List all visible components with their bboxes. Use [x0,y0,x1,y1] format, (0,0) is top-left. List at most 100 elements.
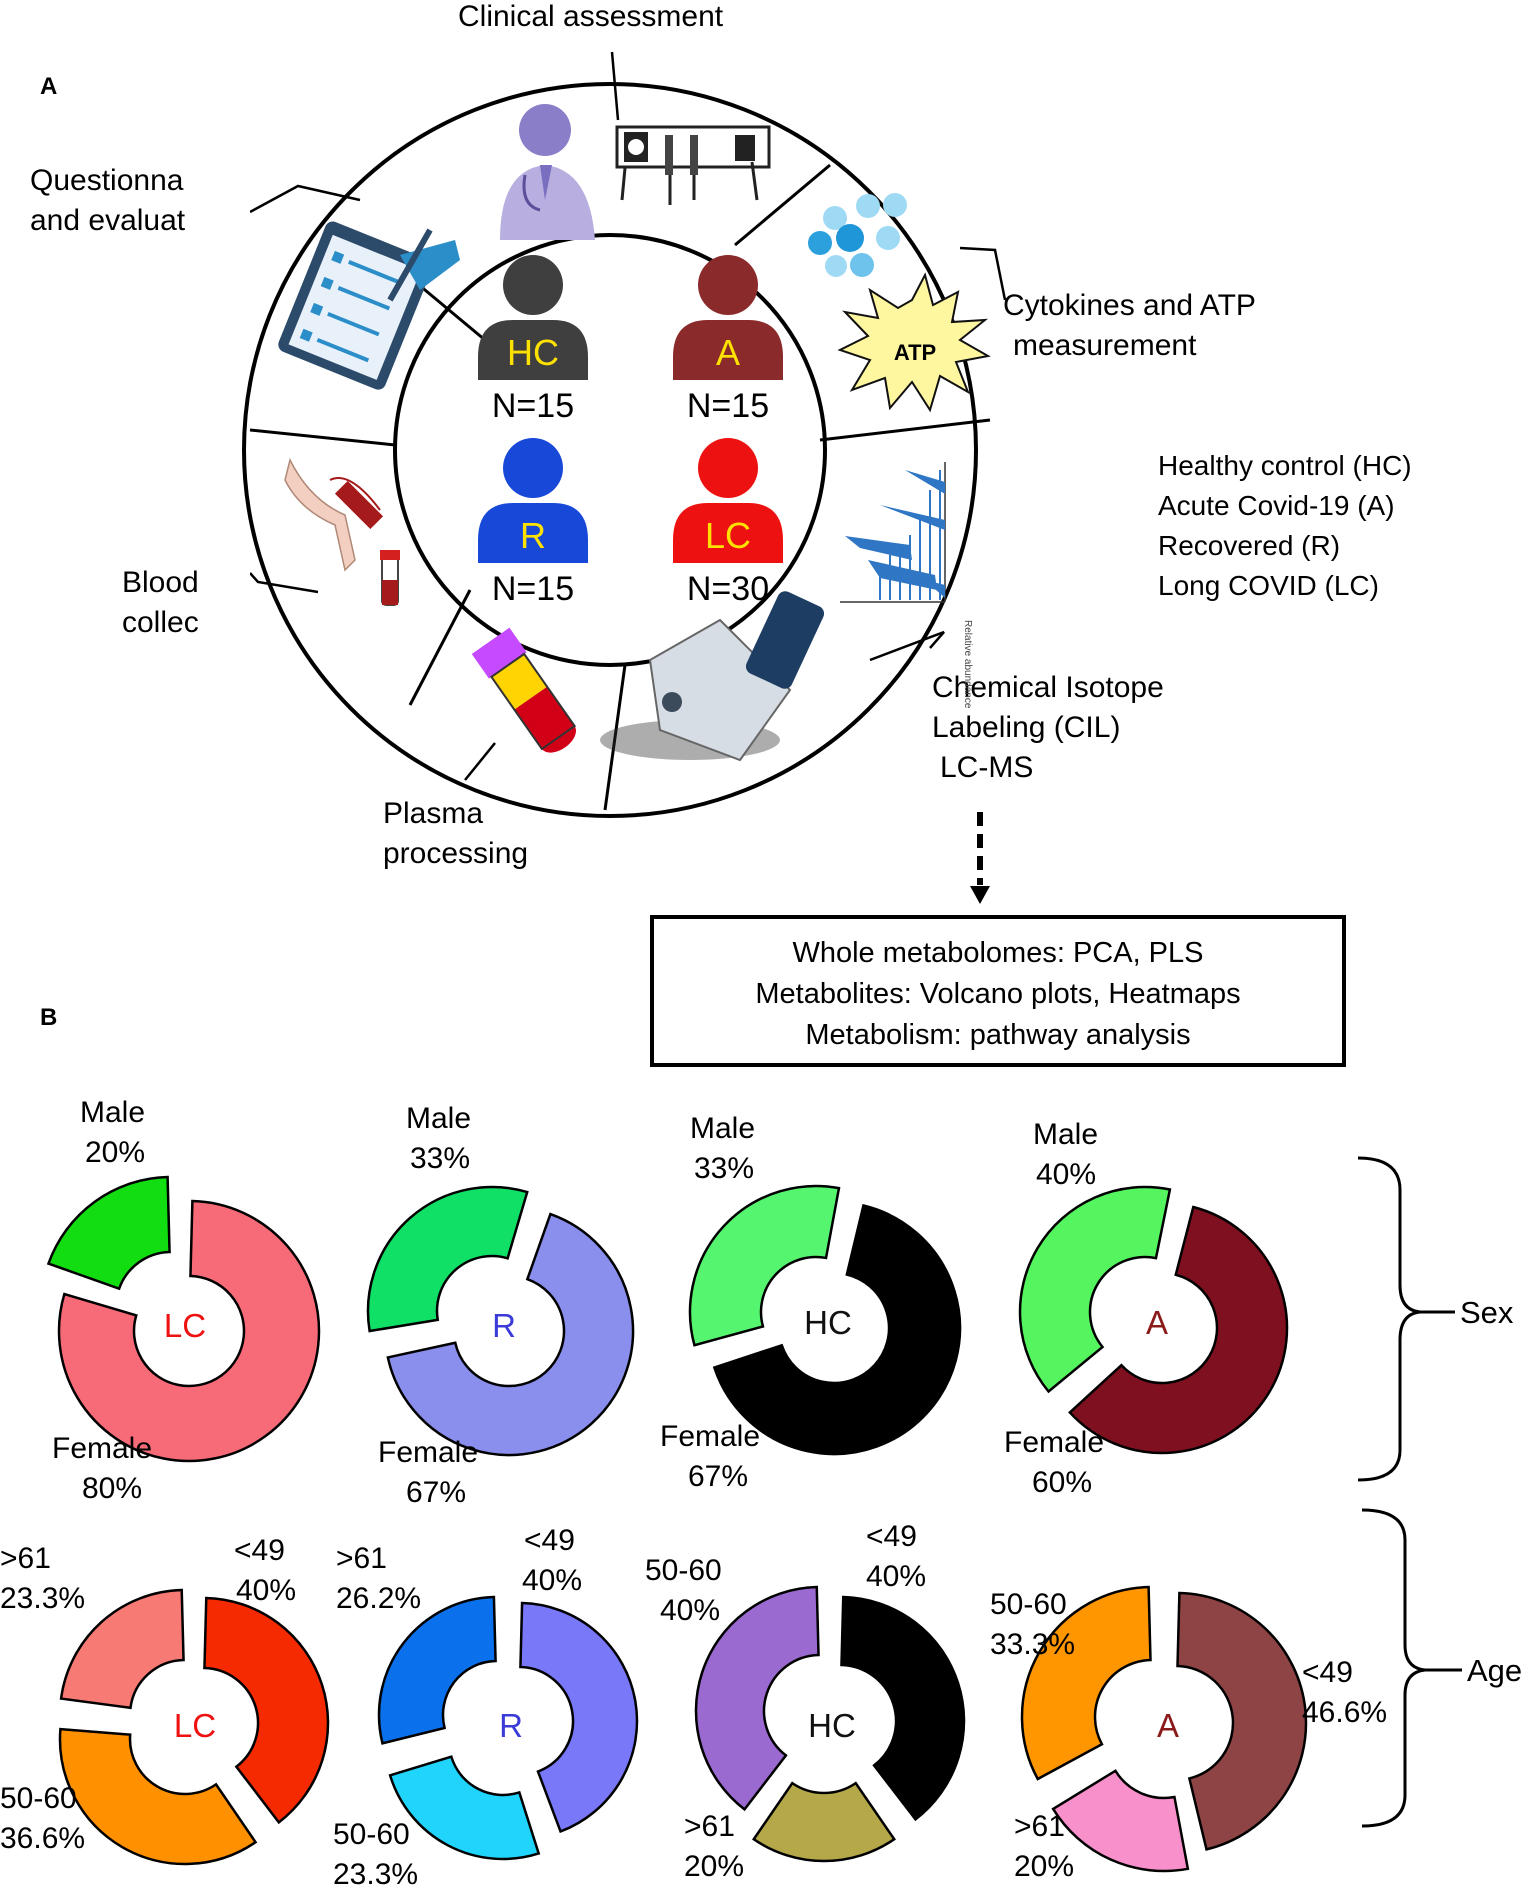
person-icon [478,438,588,563]
slice-label: >61 [684,1810,735,1843]
bracket-label-age: Age [1467,1653,1522,1688]
slice-label: 50-60 [333,1818,410,1851]
slice-percent: 36.6% [0,1822,85,1855]
mass-spectrometer-icon [600,591,825,762]
donut-age-a: A [1020,1585,1308,1873]
slice-61 [59,1588,185,1710]
slice-49 [203,1596,330,1825]
panel-label-b: B [40,1004,57,1031]
person-icon [478,255,588,380]
slice-label: >61 [336,1542,387,1575]
legend-r: Recovered (R) [1158,530,1340,561]
person-icon [673,438,783,563]
slice-percent: 80% [82,1472,142,1505]
donut-center-label: LC [174,1707,216,1744]
group-label: A [716,332,740,373]
blood-label-2: collec [122,606,199,639]
slice-percent: 23.3% [0,1582,85,1615]
slice-male [46,1175,171,1291]
slice-61 [377,1595,497,1745]
slice-50-60 [694,1585,820,1812]
cytokine-molecules-icon [808,193,907,277]
slice-49 [840,1595,966,1822]
dashed-arrow [970,812,990,904]
brackets [1357,1156,1462,1828]
atp-label: ATP [894,340,936,365]
donut-charts: LC R HC A LC R HC A [46,1175,1308,1873]
legend-a: Acute Covid-19 (A) [1158,490,1395,521]
donut-center-label: R [492,1307,516,1344]
slice-percent: 40% [660,1594,720,1627]
mass-spectrum-icon: Relative abundance [840,462,973,709]
slice-female [57,1199,321,1463]
cil-label-3: LC-MS [940,751,1033,784]
slice-label: 50-60 [0,1782,77,1815]
slice-percent: 67% [688,1460,748,1493]
analysis-line-2: Metabolites: Volcano plots, Heatmaps [755,978,1240,1010]
donut-age-r: R [377,1595,639,1861]
group-n: N=15 [687,387,769,425]
plasma-label-1: Plasma [383,797,483,830]
atp-badge-icon: ATP [837,272,991,413]
slice-61 [1051,1769,1190,1873]
donut-center-label: R [499,1707,523,1744]
clinical-label: Clinical assessment [458,0,724,33]
slice-label: 50-60 [645,1554,722,1587]
donut-center-label: A [1146,1304,1168,1341]
slice-percent: 23.3% [333,1858,418,1891]
cil-label-1: Chemical Isotope [932,671,1164,704]
donut-sex-hc: HC [688,1184,962,1456]
slice-female [386,1212,635,1457]
slice-label: Male [1033,1118,1098,1151]
slice-percent: 20% [85,1136,145,1169]
slice-percent: 40% [1036,1158,1096,1191]
slice-50-60 [58,1727,258,1866]
slice-label: 50-60 [990,1588,1067,1621]
slice-percent: 26.2% [336,1582,421,1615]
group-n: N=15 [492,387,574,425]
slice-percent: 40% [866,1560,926,1593]
slice-percent: 40% [236,1574,296,1607]
slice-label: Male [690,1112,755,1145]
slice-percent: 40% [522,1564,582,1597]
panel-label-a: A [40,73,57,100]
questionnaire-label-2: and evaluat [30,204,186,237]
blood-collection-icon [284,457,400,606]
donut-center-label: HC [808,1707,856,1744]
group-n: N=30 [687,570,769,608]
slice-label: Female [52,1432,152,1465]
slice-label: Female [660,1420,760,1453]
diagnostic-wall-unit-icon [615,125,771,205]
leader-lines [249,51,1007,781]
spectrum-axis-label: Relative abundance [962,620,973,709]
group-r: RN=15 [478,438,588,608]
group-label: HC [507,332,559,373]
donut-center-label: A [1157,1707,1179,1744]
analysis-line-1: Whole metabolomes: PCA, PLS [792,937,1203,969]
slice-percent: 60% [1032,1466,1092,1499]
group-lc: LC N=30 [673,438,783,608]
donut-center-label: LC [164,1307,206,1344]
plasma-label-2: processing [383,837,528,870]
slice-label: Male [80,1096,145,1129]
analysis-box: Whole metabolomes: PCA, PLS Metabolites:… [650,915,1346,1067]
group-n: N=15 [492,570,574,608]
person-icon [673,255,783,380]
legend-lc: Long COVID (LC) [1158,570,1379,601]
slice-percent: 20% [684,1850,744,1883]
slice-label: Female [1004,1426,1104,1459]
slice-49 [1176,1591,1308,1851]
slice-label: >61 [0,1542,51,1575]
slice-label: <49 [234,1534,285,1567]
group-label: LC [705,515,751,556]
slice-label: Male [406,1102,471,1135]
workflow-ring [242,82,991,818]
donut-sex-lc: LC [46,1175,321,1463]
donut-age-lc: LC [58,1588,330,1866]
blood-label-1: Blood [122,566,199,599]
slice-male [1018,1185,1172,1394]
slice-percent: 67% [406,1476,466,1509]
legend-hc: Healthy control (HC) [1158,450,1412,481]
